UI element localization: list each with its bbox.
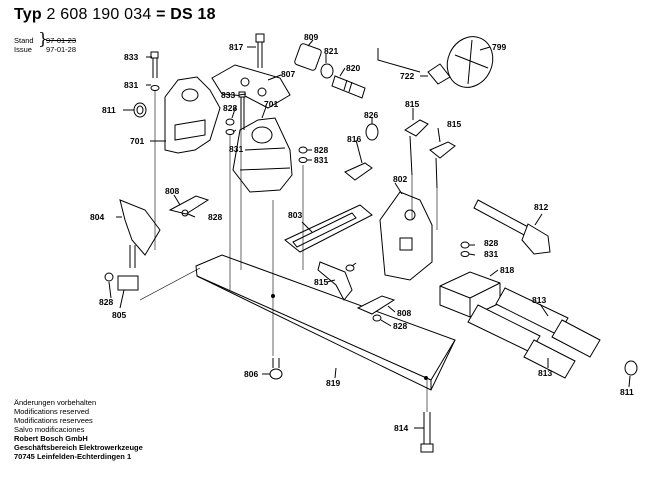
label-813: 813 — [532, 295, 546, 305]
model-name: = DS 18 — [156, 6, 216, 23]
screw-833-top — [150, 51, 160, 91]
footer-notice: Änderungen vorbehalten Modifications res… — [14, 398, 143, 461]
footer-line: Änderungen vorbehalten — [14, 398, 97, 407]
screw-806 — [269, 358, 283, 380]
issue-label: Issue — [14, 45, 32, 54]
label-808-b: 808 — [397, 308, 411, 318]
label-815-b: 815 — [447, 119, 461, 129]
label-806: 806 — [244, 369, 258, 379]
label-828-b: 828 — [314, 145, 328, 155]
threaded-rod-812 — [473, 199, 551, 255]
label-828-d: 828 — [484, 238, 498, 248]
label-814: 814 — [394, 423, 408, 433]
label-818: 818 — [500, 265, 514, 275]
assembly-lines — [139, 90, 438, 412]
label-828-c: 828 — [208, 212, 222, 222]
document-title: Typ 2 608 190 034 = DS 18 — [14, 6, 216, 24]
label-816: 816 — [347, 134, 361, 144]
label-809: 809 — [304, 32, 318, 42]
label-831-c: 831 — [314, 155, 328, 165]
clamp-lever-815-b — [429, 141, 456, 189]
company-name: Robert Bosch GmbH — [14, 434, 88, 443]
guide-bar-803 — [284, 204, 373, 253]
company-address: 70745 Leinfelden-Echterdingen 1 — [14, 452, 132, 461]
label-817: 817 — [229, 42, 243, 52]
label-831: 831 — [124, 80, 138, 90]
clamp-808-right — [356, 295, 396, 322]
label-812: 812 — [534, 202, 548, 212]
label-808: 808 — [165, 186, 179, 196]
label-804: 804 — [90, 212, 104, 222]
support-block-701-right — [232, 117, 293, 193]
clamp-lever-815-c — [317, 261, 355, 301]
label-722: 722 — [400, 71, 414, 81]
label-811: 811 — [102, 105, 116, 115]
base-rail-819 — [195, 254, 456, 391]
screw-817 — [255, 33, 265, 68]
label-802: 802 — [393, 174, 407, 184]
label-815: 815 — [405, 99, 419, 109]
clamp-808-left — [168, 195, 210, 217]
label-831-b: 831 — [229, 144, 243, 154]
label-833-b: 833 — [221, 90, 235, 100]
part-number: 2 608 190 034 — [46, 6, 152, 23]
disc-799 — [377, 36, 494, 88]
leader-lines — [108, 39, 631, 429]
rollers-813 — [467, 287, 601, 379]
support-block-701-left — [164, 76, 221, 154]
fence-802 — [379, 191, 433, 281]
footer-line: Salvo modificaciones — [14, 425, 85, 434]
shaft-assembly-820 — [294, 43, 366, 99]
footer-line: Modifications reserved — [14, 407, 90, 416]
hold-down-804 — [104, 199, 161, 291]
label-803: 803 — [288, 210, 302, 220]
division-name: Geschäftsbereich Elektrowerkzeuge — [14, 443, 143, 452]
title-prefix: Typ — [14, 6, 42, 23]
label-811-b: 811 — [620, 387, 634, 397]
footer-line: Modifications reservees — [14, 416, 93, 425]
revision-block: Stand Issue } 97-01-23 97-01-28 — [14, 31, 76, 55]
brace-glyph: } — [38, 29, 49, 48]
stand-label: Stand — [14, 36, 34, 45]
label-807: 807 — [281, 69, 295, 79]
bracket-807 — [211, 64, 291, 109]
new-date: 97-01-28 — [46, 45, 77, 54]
label-831-d: 831 — [484, 249, 498, 259]
clamp-lever-815-a — [404, 119, 429, 176]
label-815-c: 815 — [314, 277, 328, 287]
label-701-b: 701 — [264, 99, 278, 109]
label-833: 833 — [124, 52, 138, 62]
ring-811-right — [624, 360, 638, 376]
label-821: 821 — [324, 46, 338, 56]
label-819: 819 — [326, 378, 340, 388]
part-labels: 833 831 811 701 817 807 833 828 701 831 … — [90, 32, 634, 433]
ring-811-left — [133, 102, 147, 118]
old-date: 97-01-23 — [46, 36, 77, 45]
pin-826 — [365, 123, 379, 141]
lever-816 — [344, 162, 373, 181]
label-828: 828 — [223, 103, 237, 113]
label-828-e: 828 — [99, 297, 113, 307]
label-826: 826 — [364, 110, 378, 120]
label-799: 799 — [492, 42, 506, 52]
label-828-f: 828 — [393, 321, 407, 331]
label-813-b: 813 — [538, 368, 552, 378]
screw-814 — [420, 412, 434, 453]
label-805: 805 — [112, 310, 126, 320]
label-701: 701 — [130, 136, 144, 146]
label-820: 820 — [346, 63, 360, 73]
